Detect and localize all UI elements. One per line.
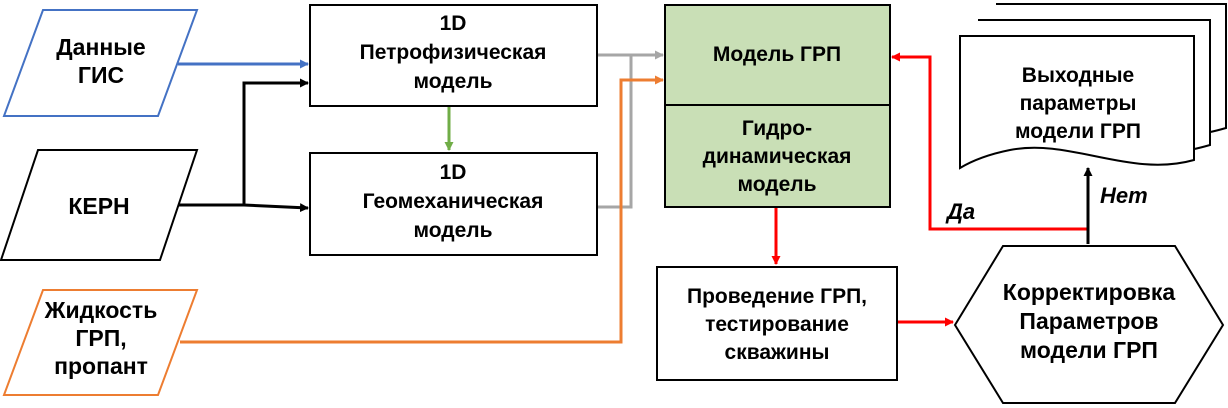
hydro-box [664,104,891,208]
output-label-line-2: параметры [1020,92,1137,115]
edge-kern-petro [242,78,309,205]
kern-label-line-1: КЕРН [68,193,129,219]
fluid-label-line-1: Жидкость [44,297,158,323]
node-petro: 1D Петрофизическая модель [309,4,598,107]
connectors [160,50,1093,344]
correct-label-line-2: Параметров [1019,308,1158,334]
petro-label-line-2: Петрофизическая [360,41,547,64]
conduct-box [656,266,898,381]
node-fluid: Жидкость ГРП, пропант [2,289,199,396]
conduct-label-line-2: тестирование [705,313,849,336]
gis-label-line-1: Данные [56,34,145,60]
hydro-label-line-2: динамическая [703,145,852,168]
gis-shape [2,9,199,117]
node-hydro: Гидро- динамическая модель [664,104,891,208]
node-conduct: Проведение ГРП, тестирование скважины [656,266,898,381]
output-label-line-1: Выходные [1022,64,1134,87]
geomech-label-line-1: 1D [440,161,467,184]
fluid-shape [2,289,199,396]
node-geomech: 1D Геомеханическая модель [309,152,598,256]
grp-model-box [664,4,891,106]
petro-label-line-3: модель [413,70,492,93]
output-label-line-3: модели ГРП [1015,120,1141,143]
hydro-label-line-1: Гидро- [742,117,812,140]
node-gis: Данные ГИС [2,9,199,117]
node-correct: Корректировка Параметров модели ГРП [953,245,1225,404]
gis-label-line-2: ГИС [78,62,124,88]
edge-label-yes: Да [945,199,975,224]
conduct-label-line-3: скважины [725,341,830,364]
edge-geomech-grp [598,55,633,209]
kern-shape [0,149,199,261]
fluid-label-line-3: пропант [54,353,148,379]
correct-hexagon [953,245,1225,404]
node-kern: КЕРН [0,149,199,261]
geomech-box [309,152,598,256]
edge-fluid-grp [180,75,664,344]
node-output: Выходные параметры модели ГРП [959,3,1227,170]
node-grp-model: Модель ГРП [664,4,891,106]
grp-model-label: Модель ГРП [713,43,841,66]
output-doc-front [959,35,1195,170]
petro-label-line-1: 1D [440,12,467,35]
geomech-label-line-2: Геомеханическая [363,190,544,213]
correct-label-line-1: Корректировка [1003,279,1176,305]
edge-kern-geomech [243,203,309,213]
hydro-label-line-3: модель [737,173,816,196]
correct-label-line-3: модели ГРП [1020,337,1158,363]
conduct-label-line-1: Проведение ГРП, [687,285,867,308]
edge-label-no: Нет [1100,183,1148,208]
fluid-label-line-2: ГРП, [75,325,126,351]
petro-box [309,4,598,107]
geomech-label-line-3: модель [413,219,492,242]
